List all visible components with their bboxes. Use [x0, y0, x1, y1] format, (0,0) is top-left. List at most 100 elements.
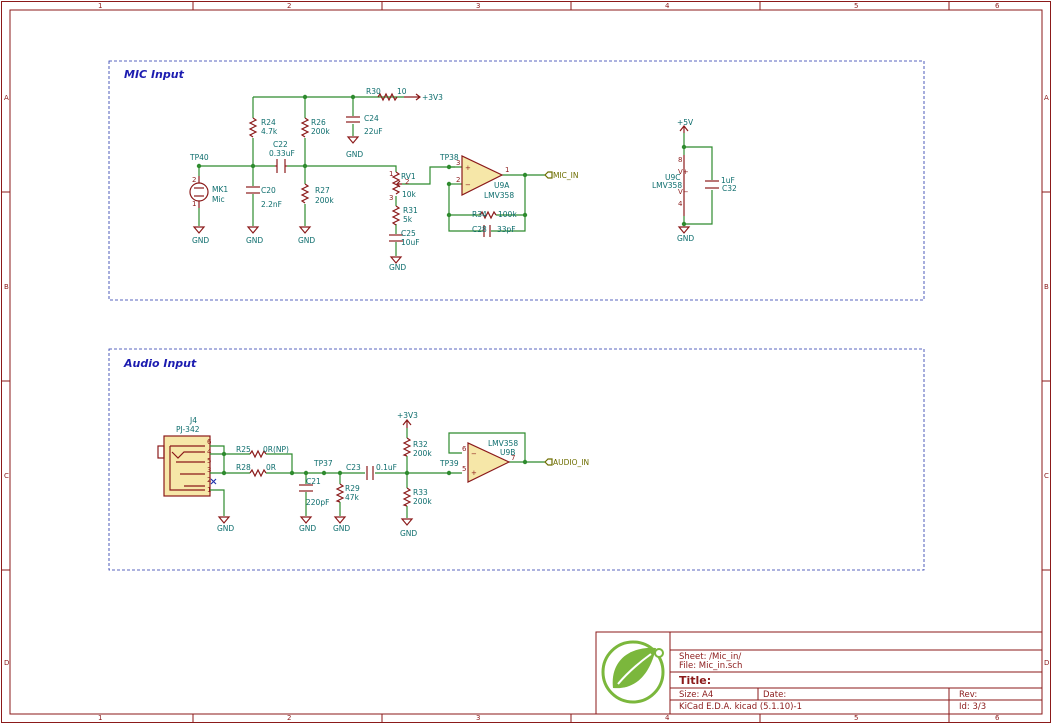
c22-value: 0.33uF [269, 149, 295, 158]
rev-field: Rev: [959, 690, 977, 700]
c25-capacitor [389, 234, 403, 242]
column-label: 2 [287, 714, 291, 722]
file-name: File: Mic_in.sch [679, 661, 742, 671]
svg-text:GND: GND [192, 236, 209, 245]
row-label: C [4, 472, 9, 480]
r25-value: 0R(NP) [263, 445, 289, 454]
column-label: 1 [98, 714, 102, 722]
svg-text:7: 7 [511, 454, 515, 462]
c21-capacitor [299, 484, 313, 492]
r27-ref: R27 [315, 186, 330, 195]
r26-resistor [300, 117, 310, 138]
svg-text:4: 4 [678, 200, 683, 208]
svg-text:2: 2 [456, 176, 460, 184]
r33-ref: R33 [413, 488, 428, 497]
u9b-value: LMV358 [488, 439, 518, 448]
tp40-label: TP40 [189, 153, 209, 162]
r25-resistor [249, 449, 267, 459]
column-label: 6 [995, 714, 1000, 722]
row-label: B [1044, 283, 1049, 291]
audio-in-port [544, 458, 553, 466]
svg-text:2: 2 [207, 476, 211, 484]
c24-ref: C24 [364, 114, 379, 123]
svg-text:GND: GND [333, 524, 350, 533]
svg-text:GND: GND [246, 236, 263, 245]
row-label: A [4, 94, 9, 102]
column-label: 4 [665, 714, 670, 722]
r24-ref: R24 [261, 118, 276, 127]
r24-resistor [248, 117, 258, 138]
svg-text:GND: GND [217, 524, 234, 533]
mic-in-port [544, 171, 553, 179]
svg-text:GND: GND [389, 263, 406, 272]
r32-ref: R32 [413, 440, 428, 449]
svg-text:5: 5 [207, 457, 211, 465]
r25-ref: R25 [236, 445, 251, 454]
column-label: 6 [995, 2, 1000, 10]
gnd-symbol: GND [677, 226, 694, 243]
c25-value: 10uF [401, 238, 420, 247]
r29-ref: R29 [345, 484, 360, 493]
r31-resistor [391, 205, 401, 226]
svg-text:GND: GND [346, 150, 363, 159]
svg-text:3: 3 [389, 194, 393, 202]
tp38-label: TP38 [439, 153, 459, 162]
u9a-opamp [461, 155, 504, 196]
u9a-ref: U9A [494, 181, 510, 190]
row-label: A [1044, 94, 1049, 102]
r30-resistor [377, 92, 398, 102]
svg-text:6: 6 [462, 445, 467, 453]
svg-text:1: 1 [505, 166, 509, 174]
c22-capacitor [275, 159, 287, 173]
kicad-logo [601, 640, 665, 704]
c24-capacitor [346, 116, 360, 123]
gnd-symbol: GND [389, 256, 406, 272]
pwr-5v-label: +5V [677, 118, 694, 127]
r34-value: 100k [498, 210, 517, 219]
pwr-3v3-arrow [404, 93, 421, 101]
r28-resistor [249, 468, 267, 478]
c32-capacitor [705, 180, 719, 189]
c20-value: 2.2nF [261, 200, 282, 209]
c32-value: 1uF [721, 176, 735, 185]
column-label: 3 [476, 2, 480, 10]
r30-ref: R30 [366, 87, 381, 96]
audio-section-title: Audio Input [123, 357, 197, 370]
c28-ref: C28 [472, 225, 487, 234]
r33-value: 200k [413, 497, 432, 506]
svg-text:6: 6 [207, 438, 212, 446]
u9b-opamp [467, 442, 511, 483]
gnd-symbol: GND [333, 516, 350, 533]
column-label: 2 [287, 2, 291, 10]
c20-ref: C20 [261, 186, 276, 195]
svg-text:−: − [471, 450, 477, 458]
c32-ref: C32 [722, 184, 737, 193]
c21-ref: C21 [306, 477, 321, 486]
r32-value: 200k [413, 449, 432, 458]
svg-text:3: 3 [207, 466, 211, 474]
r34-ref: R34 [472, 210, 487, 219]
c28-value: 33pF [497, 225, 516, 234]
svg-text:GND: GND [400, 529, 417, 538]
svg-text:V−: V− [678, 188, 689, 196]
column-label: 5 [854, 714, 858, 722]
audio-circuit: J4 PJ-342 64 53 21 R25 [157, 411, 589, 538]
c22-ref: C22 [273, 140, 288, 149]
mk1-ref: MK1 [212, 185, 228, 194]
svg-text:GND: GND [677, 234, 694, 243]
audio-in-net-label: AUDIO_IN [553, 458, 589, 467]
u9b-ref: U9B [500, 448, 515, 457]
svg-text:1: 1 [389, 170, 393, 178]
pwr-3v3-label: +3V3 [422, 93, 443, 102]
svg-text:2: 2 [405, 178, 409, 186]
no-connect-marker [210, 478, 217, 485]
svg-text:−: − [465, 181, 471, 189]
r29-value: 47k [345, 493, 360, 502]
rv1-ref: RV1 [401, 172, 416, 181]
row-label: C [1044, 472, 1049, 480]
gnd-symbol: GND [299, 516, 316, 533]
gnd-symbol: GND [217, 516, 234, 533]
tp37-label: TP37 [313, 459, 333, 468]
